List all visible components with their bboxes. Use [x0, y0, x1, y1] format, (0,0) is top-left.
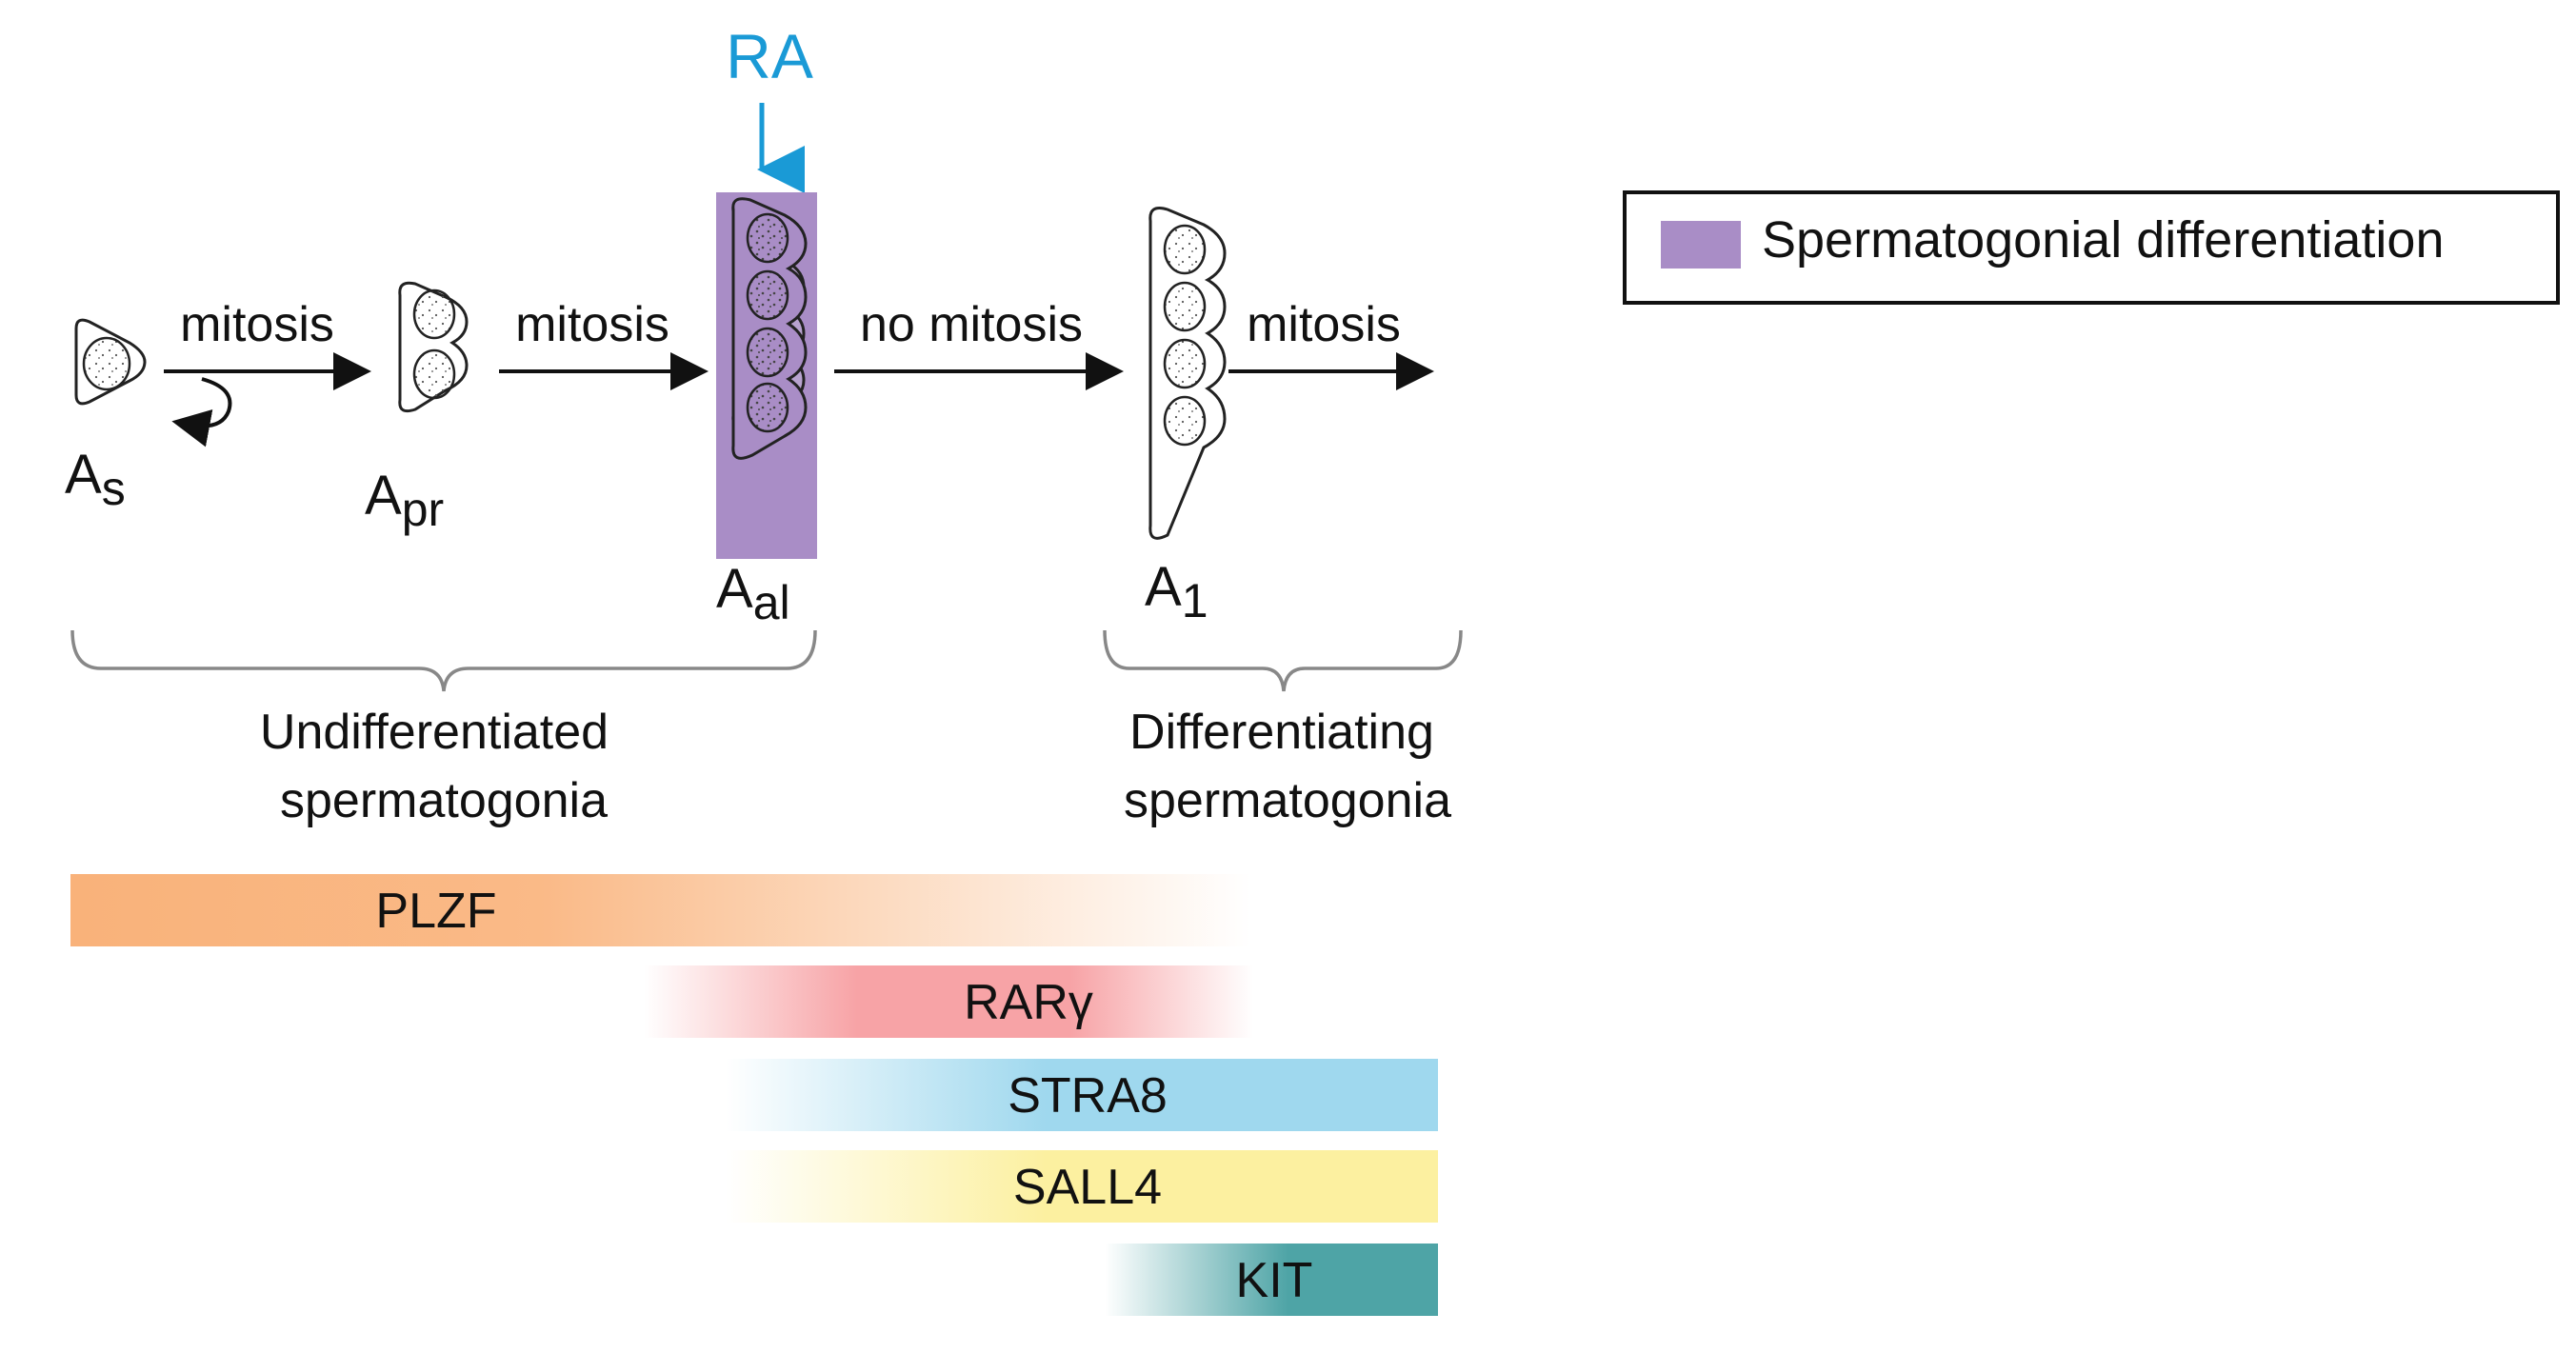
legend-box: [1623, 190, 2560, 305]
marker-bar-plzf: [70, 874, 1251, 946]
self-renewal-curl-icon: [171, 377, 232, 448]
stage-label-a1: A1: [1145, 556, 1208, 627]
apr-cells-icon: [398, 281, 469, 413]
legend-swatch: [1661, 221, 1741, 269]
a1-cells-icon: [1148, 207, 1227, 540]
differentiating-label-line1: Differentiating: [1129, 705, 1434, 760]
marker-label-sall4: SALL4: [1013, 1160, 1162, 1215]
undifferentiated-label-line1: Undifferentiated: [260, 705, 609, 760]
differentiating-label-line2: spermatogonia: [1124, 773, 1451, 828]
marker-bar-rargamma: [644, 965, 1253, 1038]
marker-bar-sall4: [726, 1150, 1438, 1223]
as-cell-icon: [74, 318, 147, 406]
legend-label: Spermatogonial differentiation: [1762, 211, 2444, 269]
marker-label-kit: KIT: [1236, 1253, 1313, 1308]
aal-cells-icon: [731, 197, 808, 460]
transition-label-1: mitosis: [180, 297, 334, 352]
stage-label-as: As: [65, 444, 126, 515]
differentiating-brace: [1103, 629, 1463, 692]
undifferentiated-brace: [70, 629, 817, 692]
marker-bar-stra8: [726, 1059, 1438, 1131]
transition-label-2: mitosis: [515, 297, 669, 352]
transition-label-4: mitosis: [1247, 297, 1401, 352]
marker-bar-kit: [1105, 1244, 1438, 1316]
marker-label-plzf: PLZF: [375, 884, 496, 939]
ra-signal-label: RA: [726, 21, 813, 91]
transition-label-3: no mitosis: [860, 297, 1083, 352]
marker-label-rargamma: RARγ: [964, 975, 1093, 1030]
stage-label-apr: Apr: [365, 465, 444, 536]
stage-label-aal: Aal: [716, 558, 790, 629]
marker-label-stra8: STRA8: [1008, 1068, 1168, 1124]
undifferentiated-label-line2: spermatogonia: [280, 773, 608, 828]
